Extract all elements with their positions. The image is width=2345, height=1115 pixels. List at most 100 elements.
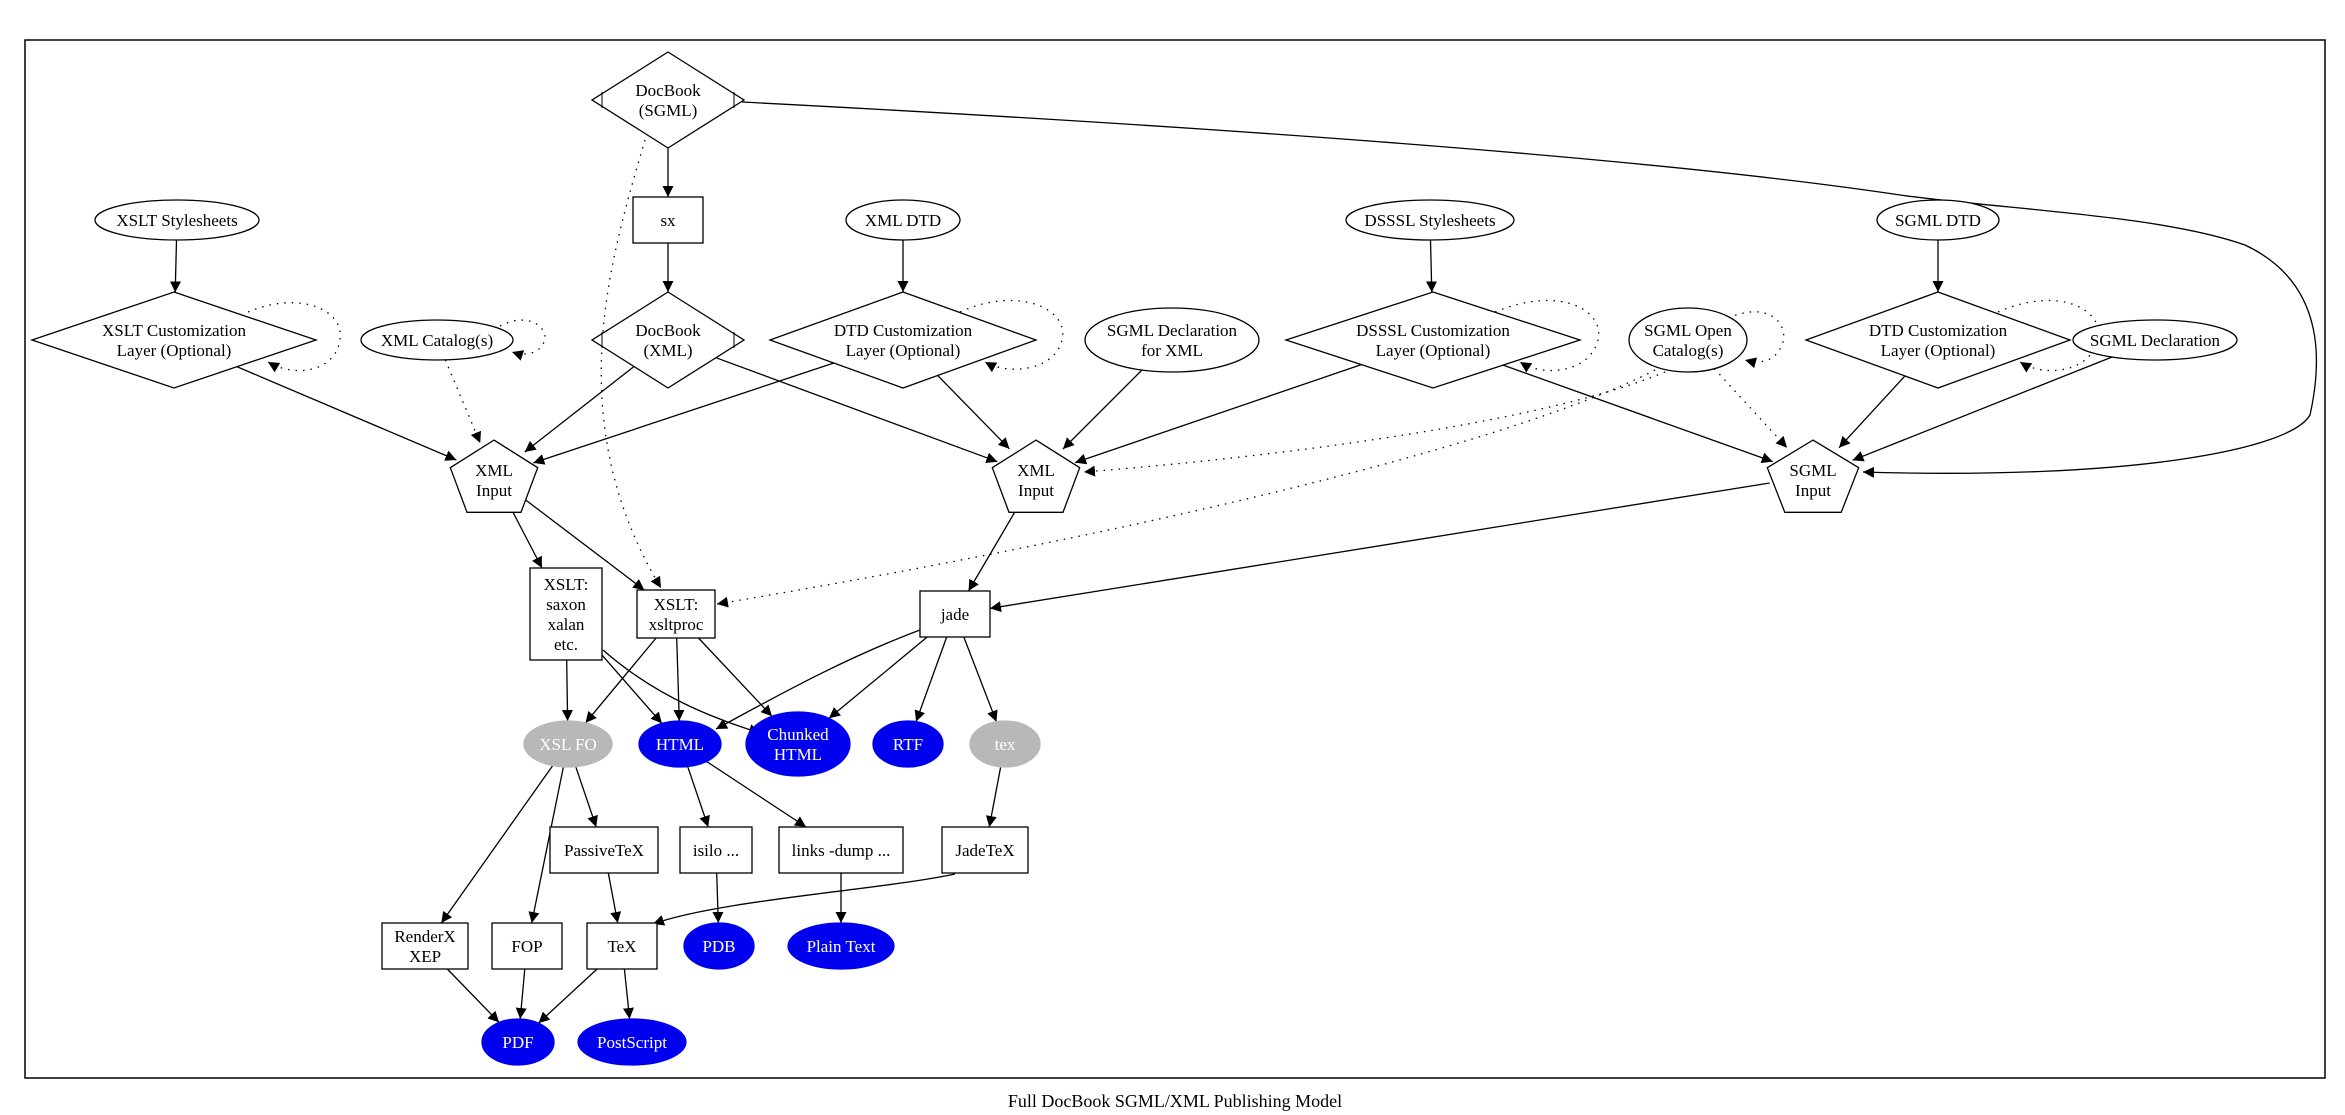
node-pdb-shape (683, 922, 755, 970)
edge-tex-fmt-to-jadetex (985, 766, 1002, 828)
node-xsl-fo: XSL FO (523, 720, 613, 768)
node-isilo: isilo ... (679, 826, 753, 874)
node-xml-dtd-label-0: XML DTD (865, 211, 941, 230)
edge-sgml-open-catalogs-to-sgml-input (1713, 368, 1788, 449)
node-dsssl-custom-label-0: DSSSL Customization (1356, 321, 1510, 340)
node-dtd-custom-sgml-label-1: Layer (Optional) (1881, 341, 1996, 360)
node-fop: FOP (491, 922, 563, 970)
node-xslt-saxon-shape (529, 567, 603, 661)
node-jadetex-label-0: JadeTeX (955, 841, 1014, 860)
node-dsssl-stylesheets: DSSSL Stylesheets (1345, 199, 1515, 241)
node-isilo-shape (679, 826, 753, 874)
node-xslt-xsltproc-label-0: XSLT: (654, 595, 699, 614)
node-xslt-saxon-label-0: XSLT: (544, 575, 589, 594)
node-jade-label-0: jade (940, 605, 969, 624)
edge-fop-to-pdf (515, 968, 527, 1020)
node-xml-catalogs-shape (360, 319, 514, 361)
node-sx-label-0: sx (660, 211, 676, 230)
node-tex-fmt: tex (969, 720, 1041, 768)
node-dtd-custom-xml-shape (768, 291, 1038, 389)
node-dsssl-stylesheets-label-0: DSSSL Stylesheets (1364, 211, 1495, 230)
node-tex-fmt-shape (969, 720, 1041, 768)
node-pdf-label-0: PDF (502, 1033, 533, 1052)
edge-xslt-saxon-to-html (601, 654, 663, 724)
node-rtf-label-0: RTF (893, 735, 923, 754)
node-docbook-xml-label-0: DocBook (635, 321, 701, 340)
node-sgml-decl-xml-label-1: for XML (1141, 341, 1203, 360)
edge-xml-catalogs-to-xml-catalogs (499, 319, 546, 361)
node-xslt-custom-shape (29, 291, 319, 389)
edge-html-to-links-dump (706, 760, 807, 828)
node-fop-shape (491, 922, 563, 970)
node-renderx-shape (381, 922, 469, 970)
node-dsssl-custom-label-1: Layer (Optional) (1376, 341, 1491, 360)
node-chunked-html-label-0: Chunked (767, 725, 829, 744)
node-xslt-xsltproc: XSLT:xsltproc (636, 589, 716, 639)
edges-layer (169, 101, 2318, 1024)
edge-passivetex-to-tex (607, 872, 622, 924)
edge-dsssl-custom-to-dsssl-custom (1494, 299, 1600, 373)
diagram-caption: Full DocBook SGML/XML Publishing Model (1008, 1091, 1342, 1111)
edge-jadetex-to-tex (652, 873, 956, 926)
edge-tex-to-postscript (622, 968, 634, 1020)
node-tex-shape (586, 922, 658, 970)
node-pdb-label-0: PDB (702, 937, 735, 956)
edge-sgml-open-catalogs-to-xslt-xsltproc (716, 369, 1656, 608)
node-links-dump: links -dump ... (778, 826, 904, 874)
node-rtf-shape (872, 720, 944, 768)
node-isilo-label-0: isilo ... (693, 841, 739, 860)
node-xslt-stylesheets-shape (94, 199, 260, 241)
node-jadetex-shape (941, 826, 1029, 874)
node-docbook-xml-shape (590, 291, 746, 389)
node-jadetex: JadeTeX (941, 826, 1029, 874)
edge-xml-input-1-to-xslt-xsltproc (524, 499, 645, 591)
node-xml-input-1-label-1: Input (476, 481, 512, 500)
edge-xslt-xsltproc-to-html (673, 637, 685, 722)
node-links-dump-shape (778, 826, 904, 874)
node-xslt-stylesheets-label-0: XSLT Stylesheets (116, 211, 237, 230)
node-docbook-sgml-label-1: (SGML) (639, 101, 698, 120)
nodes-layer: DocBook (SGML) sx XSLT Stylesheets XML DTD DS… (29, 51, 2238, 1066)
node-renderx-label-0: RenderX (394, 927, 455, 946)
edge-tex-to-pdf (538, 968, 598, 1024)
edge-xslt-saxon-to-xsl-fo (561, 659, 573, 722)
node-sgml-decl-xml-label-0: SGML Declaration (1107, 321, 1238, 340)
node-xslt-saxon-label-1: saxon (546, 595, 586, 614)
node-dsssl-custom-shape (1283, 291, 1583, 389)
edge-dsssl-stylesheets-to-dsssl-custom (1426, 239, 1438, 293)
node-chunked-html-label-1: HTML (774, 745, 822, 764)
edge-jade-to-html (715, 629, 921, 730)
edge-sgml-decl-xml-to-xml-input-2 (1062, 369, 1143, 450)
node-xsl-fo-shape (523, 720, 613, 768)
node-passivetex-label-0: PassiveTeX (564, 841, 644, 860)
node-xslt-custom-label-1: Layer (Optional) (117, 341, 232, 360)
node-xml-catalogs: XML Catalog(s) (360, 319, 514, 361)
node-sgml-open-catalogs-label-0: SGML Open (1644, 321, 1732, 340)
edge-jade-to-tex-fmt (963, 636, 998, 722)
node-xslt-xsltproc-label-1: xsltproc (649, 615, 704, 634)
node-postscript-label-0: PostScript (597, 1033, 667, 1052)
node-html-shape (638, 720, 722, 768)
node-sgml-declaration: SGML Declaration (2072, 319, 2238, 361)
edge-xml-input-2-to-jade (967, 507, 1019, 592)
edge-xsl-fo-to-passivetex (575, 766, 598, 828)
edge-dtd-custom-xml-to-xml-input-2 (937, 375, 1010, 450)
node-postscript-shape (577, 1018, 687, 1066)
node-sgml-dtd-label-0: SGML DTD (1895, 211, 1981, 230)
node-rtf: RTF (872, 720, 944, 768)
node-xml-dtd-shape (845, 199, 961, 241)
node-plain-text-shape (787, 922, 895, 970)
node-html: HTML (638, 720, 722, 768)
node-pdf-shape (481, 1018, 555, 1066)
edge-xslt-custom-to-xslt-custom (247, 302, 341, 373)
node-sgml-dtd: SGML DTD (1876, 199, 2000, 241)
edge-xslt-saxon-to-chunked-html (602, 649, 761, 735)
